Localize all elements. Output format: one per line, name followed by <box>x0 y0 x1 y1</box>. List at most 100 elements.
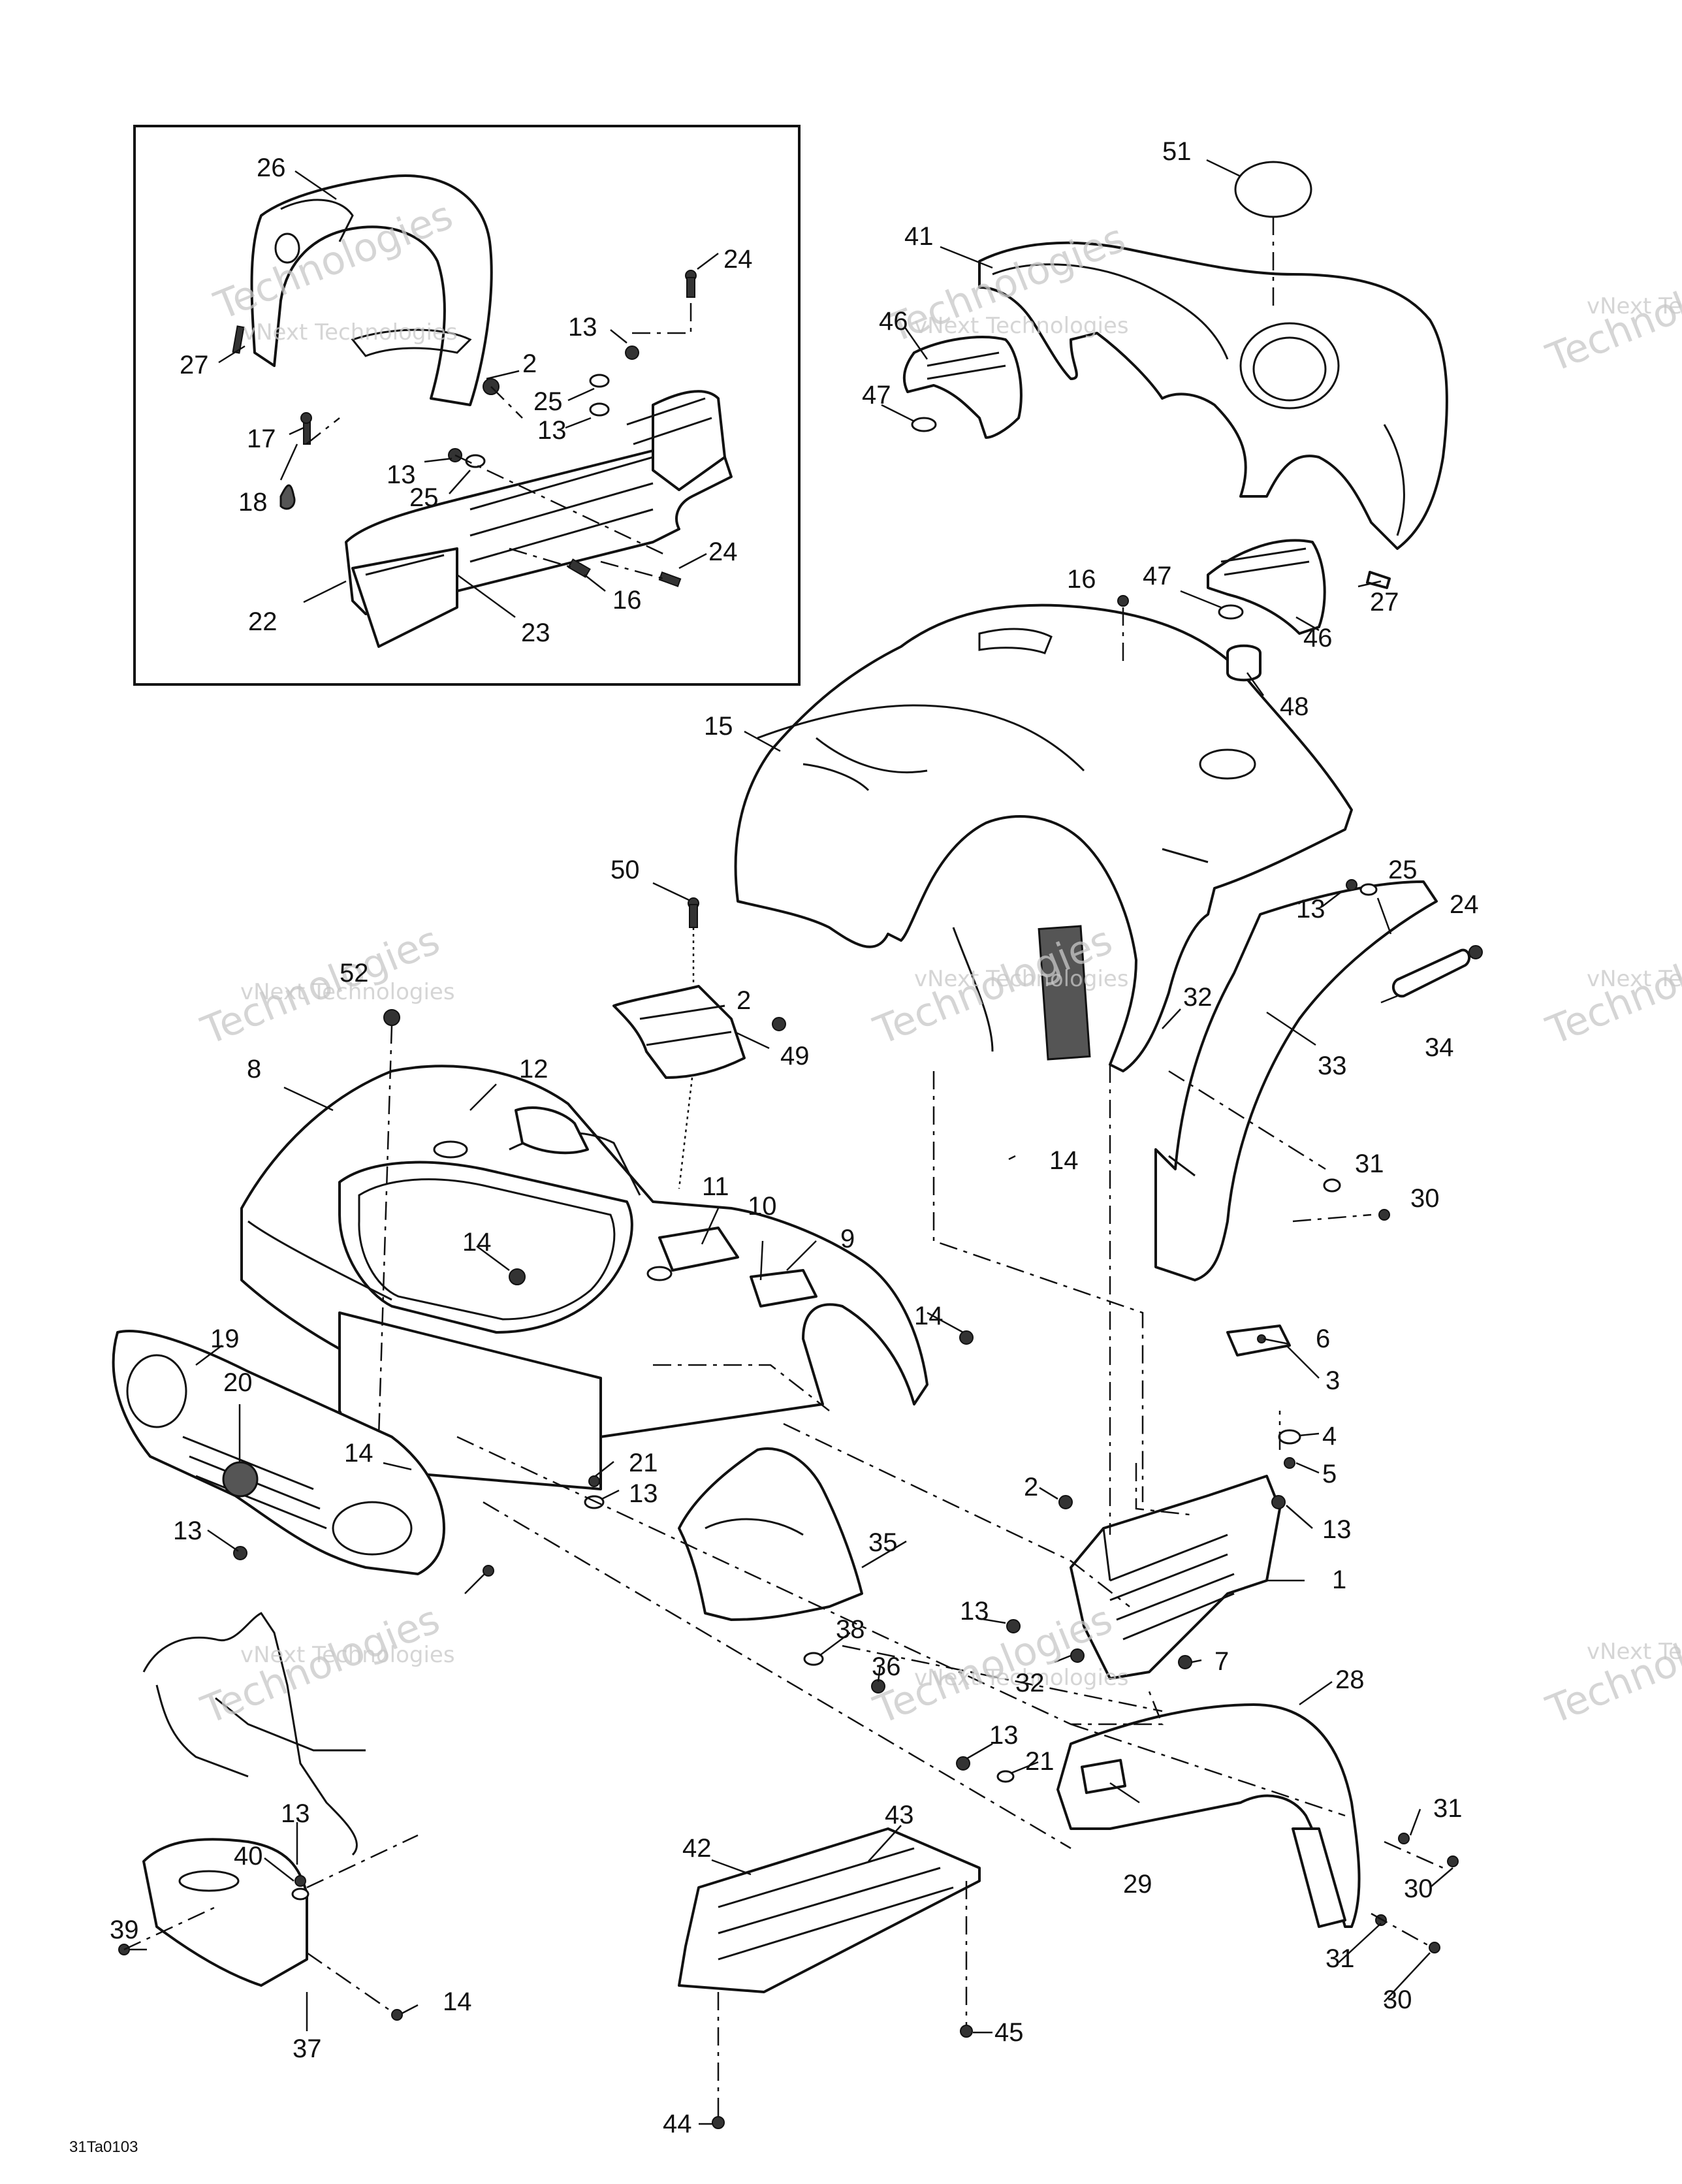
callout-27: 27 <box>180 351 209 379</box>
watermark-line1: vNext Technologies <box>1587 966 1682 992</box>
callout-4: 4 <box>1322 1422 1337 1451</box>
callout-31: 31 <box>1355 1149 1384 1178</box>
callout-47: 47 <box>1143 562 1172 590</box>
part-51-cap <box>1234 161 1312 218</box>
callout-25: 25 <box>533 387 563 416</box>
part-49-bracket <box>612 985 746 1079</box>
watermark-line1: vNext Technologies <box>914 1665 1129 1691</box>
callout-30: 30 <box>1383 1985 1412 2014</box>
callout-13: 13 <box>1296 895 1325 923</box>
inset-hardware <box>232 270 697 588</box>
callout-14: 14 <box>443 1987 472 2016</box>
callout-44: 44 <box>663 2110 692 2138</box>
callout-2: 2 <box>522 349 537 378</box>
callout-49: 49 <box>780 1042 810 1070</box>
watermark-line1: vNext Technologies <box>914 966 1129 992</box>
callout-2: 2 <box>1024 1473 1038 1502</box>
callout-29: 29 <box>1123 1870 1152 1899</box>
callout-9: 9 <box>840 1225 855 1253</box>
callout-6: 6 <box>1316 1325 1330 1353</box>
part-22-23-front-fascia <box>345 390 733 648</box>
callout-24: 24 <box>723 245 753 274</box>
assembly-centerlines <box>123 1065 1444 2013</box>
part-26-headlight-cover <box>250 174 493 406</box>
callout-39: 39 <box>110 1916 139 1944</box>
watermark-line1: vNext Technologies <box>240 1642 455 1668</box>
part-1-footwell <box>1070 1475 1281 1680</box>
callout-47: 47 <box>862 381 891 410</box>
callout-38: 38 <box>836 1615 865 1644</box>
callout-50: 50 <box>611 856 640 884</box>
callout-21: 21 <box>1025 1747 1055 1776</box>
callout-40: 40 <box>234 1842 263 1871</box>
callout-13: 13 <box>960 1597 989 1626</box>
callout-42: 42 <box>682 1834 712 1863</box>
callout-13: 13 <box>281 1799 310 1828</box>
callout-34: 34 <box>1425 1033 1454 1062</box>
callout-23: 23 <box>521 618 550 647</box>
callout-13: 13 <box>629 1479 658 1508</box>
callout-46: 46 <box>1303 624 1333 652</box>
callout-13: 13 <box>537 416 567 445</box>
part-8-front-hood <box>240 1065 928 1490</box>
callout-14: 14 <box>462 1228 492 1257</box>
part-46-side-cover-left <box>902 336 1023 439</box>
callout-18: 18 <box>238 488 268 517</box>
callout-27: 27 <box>1370 588 1399 617</box>
part-15-front-fender <box>734 603 1353 1072</box>
callout-14: 14 <box>344 1439 373 1468</box>
callout-35: 35 <box>868 1528 898 1557</box>
callout-31: 31 <box>1433 1794 1463 1823</box>
drawing-code: 31Ta0103 <box>69 2138 138 2156</box>
callout-31: 31 <box>1325 1944 1355 1973</box>
callout-16: 16 <box>612 586 642 615</box>
part-46-side-cover-right <box>1207 539 1326 635</box>
callout-24: 24 <box>1450 890 1479 919</box>
callout-labels: 2 6 27 24 13 2 25 13 17 18 13 25 24 16 2 2… <box>110 137 1479 2138</box>
callout-13: 13 <box>1322 1515 1352 1544</box>
part-41-handlebar-cover <box>978 241 1448 550</box>
watermark-line1: vNext Technologies <box>1587 293 1682 319</box>
callout-45: 45 <box>994 2018 1024 2047</box>
callout-24: 24 <box>708 538 738 566</box>
callout-48: 48 <box>1280 692 1309 721</box>
watermark-line1: vNext Technologies <box>914 313 1129 339</box>
callout-2: 2 <box>737 986 751 1015</box>
callout-13: 13 <box>989 1721 1019 1750</box>
part-35-inner-guard <box>678 1447 863 1621</box>
callout-14: 14 <box>1049 1146 1079 1175</box>
callout-14: 14 <box>914 1302 944 1330</box>
watermark-line2: Technologies <box>1540 1597 1682 1734</box>
callout-17: 17 <box>247 425 276 453</box>
callout-8: 8 <box>247 1055 261 1084</box>
callout-19: 19 <box>210 1325 240 1353</box>
callout-32: 32 <box>1183 983 1213 1012</box>
callout-30: 30 <box>1410 1184 1440 1213</box>
watermark-line1: vNext Technologies <box>243 319 458 345</box>
callout-16: 16 <box>1067 565 1096 594</box>
callout-15: 15 <box>704 712 733 741</box>
callout-10: 10 <box>748 1192 777 1221</box>
callout-25: 25 <box>409 483 439 512</box>
inset-assembly-lines <box>306 297 692 581</box>
callout-32: 32 <box>1015 1669 1045 1697</box>
callout-33: 33 <box>1318 1052 1347 1080</box>
watermark-line1: vNext Technologies <box>1587 1639 1682 1665</box>
part-37-bumper-guard <box>118 1612 403 2021</box>
callout-13: 13 <box>173 1517 202 1545</box>
callout-20: 20 <box>223 1368 253 1397</box>
inset-frame <box>133 125 801 686</box>
callout-52: 52 <box>340 959 369 988</box>
callout-21: 21 <box>629 1449 658 1477</box>
callout-28: 28 <box>1335 1665 1365 1694</box>
callout-25: 25 <box>1388 856 1418 884</box>
callout-43: 43 <box>885 1801 914 1829</box>
callout-13: 13 <box>387 460 416 489</box>
callout-12: 12 <box>519 1055 548 1084</box>
callout-37: 37 <box>293 2034 322 2063</box>
watermark-line1: vNext Technologies <box>240 979 455 1005</box>
callout-41: 41 <box>904 222 934 251</box>
callout-7: 7 <box>1214 1647 1229 1676</box>
callout-3: 3 <box>1325 1366 1340 1395</box>
